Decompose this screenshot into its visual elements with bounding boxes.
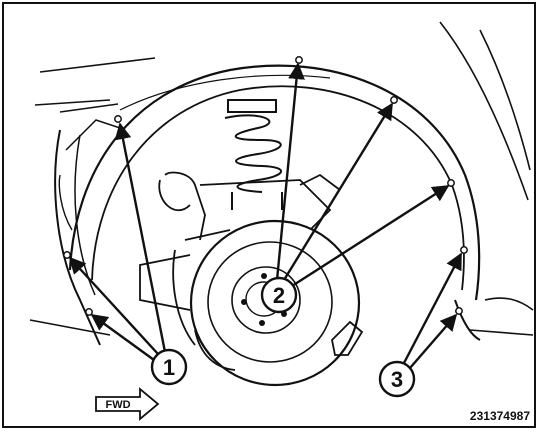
callout-2: 2 [260, 276, 298, 314]
callout-3: 3 [378, 360, 416, 398]
figure-id: 231374987 [470, 409, 530, 423]
fwd-label: FWD [105, 399, 130, 411]
callout-3-label: 3 [391, 367, 403, 392]
callout-1-label: 1 [163, 355, 175, 380]
body-outline [29, 21, 534, 336]
fwd-arrow: FWD [95, 387, 160, 421]
callout-2-label: 2 [273, 283, 285, 308]
fasteners [63, 56, 468, 316]
callout-leaders [68, 62, 463, 369]
wheelhouse-liner [54, 64, 481, 346]
coil-spring [224, 99, 283, 210]
callout-1: 1 [150, 348, 188, 386]
brake-caliper [194, 320, 364, 371]
